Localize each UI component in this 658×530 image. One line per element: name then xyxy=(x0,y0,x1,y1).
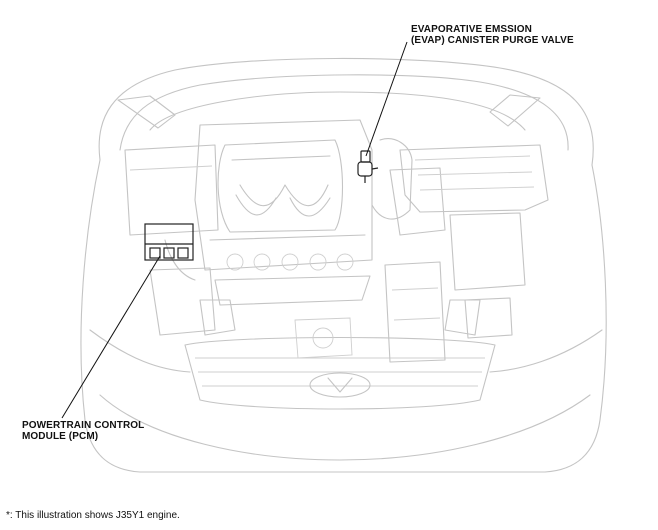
air-box xyxy=(384,144,549,363)
pcm-callout-label: POWERTRAIN CONTROL MODULE (PCM) xyxy=(22,420,144,442)
pcm-module xyxy=(144,223,194,261)
evap-label-line-1: EVAPORATIVE EMSSION xyxy=(411,24,532,35)
car-body-outline xyxy=(80,57,607,473)
illustration-caption: *: This illustration shows J35Y1 engine. xyxy=(6,510,180,521)
evap-label-line-2: (EVAP) CANISTER PURGE VALVE xyxy=(411,35,574,46)
front-grille xyxy=(184,299,496,410)
evap-leader-line xyxy=(365,41,408,157)
pcm-label-line-1: POWERTRAIN CONTROL xyxy=(22,420,145,431)
left-engine-side xyxy=(124,144,353,359)
pcm-leader-line xyxy=(61,255,161,419)
evap-purge-valve xyxy=(357,150,379,183)
engine-assembly xyxy=(194,119,446,306)
evap-callout-label: EVAPORATIVE EMSSION (EVAP) CANISTER PURG… xyxy=(411,24,574,46)
pcm-label-line-2: MODULE (PCM) xyxy=(22,431,99,442)
